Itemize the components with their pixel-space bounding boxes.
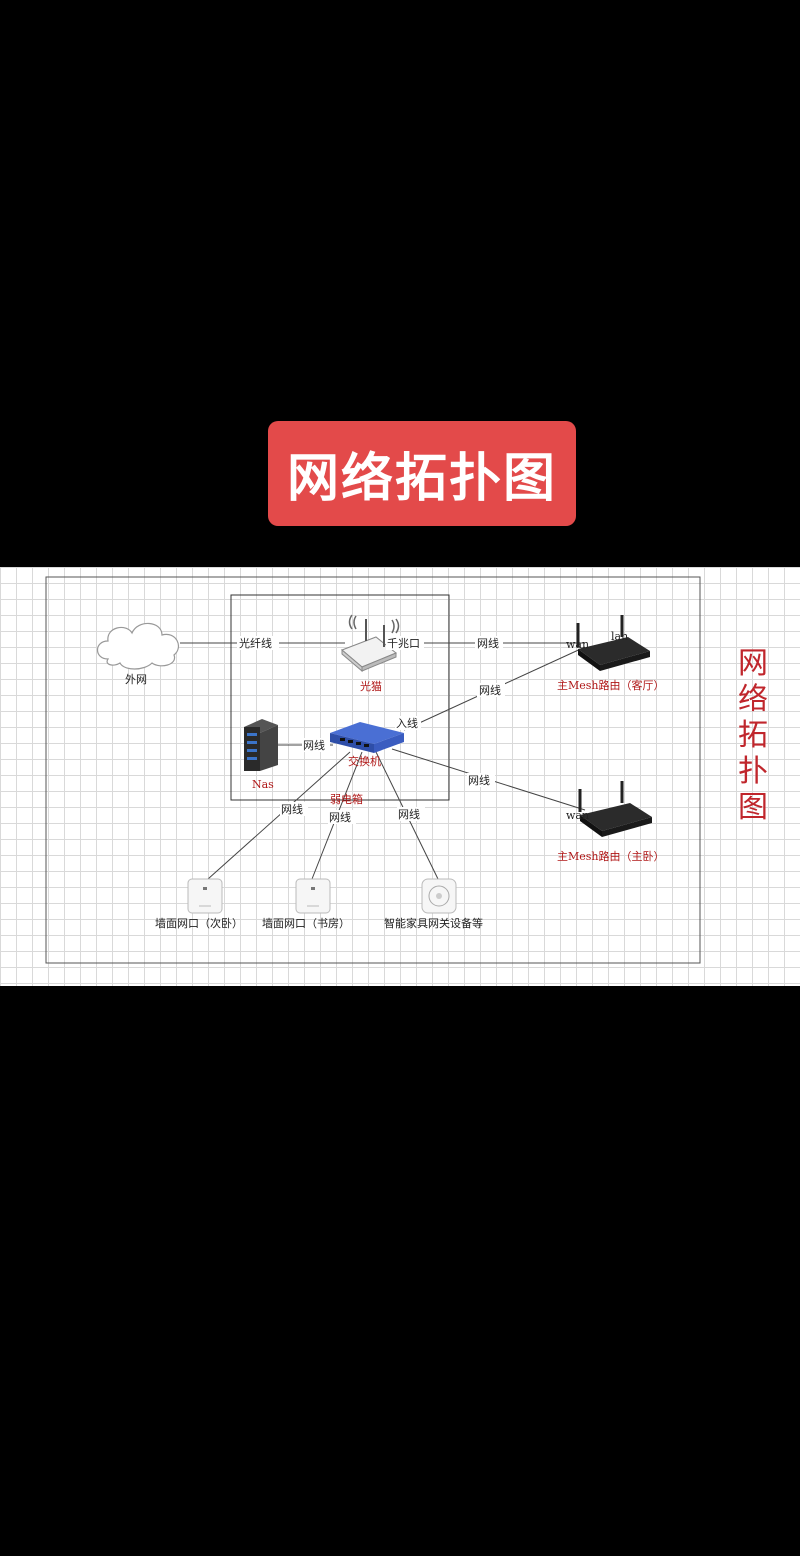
cloud-icon <box>96 622 179 670</box>
edge-labels: 光纤线 千兆口 网线 网线 入线 网线 网线 网线 网线 网线 <box>237 636 505 824</box>
gateway-cable-label: 网线 <box>398 807 420 821</box>
wan-main-label: wan <box>566 638 589 651</box>
fiber-label: 光纤线 <box>239 636 272 650</box>
wall-port-second-icon <box>187 878 223 914</box>
nas-label: Nas <box>252 778 274 791</box>
modem-router-cable-label: 网线 <box>477 636 499 650</box>
side-title-char-4: 扑 <box>738 754 768 789</box>
modem-icon <box>341 614 400 673</box>
side-title-char-2: 络 <box>738 682 768 717</box>
nas-cable-label: 网线 <box>303 738 325 752</box>
wall-port-study-icon <box>295 878 331 914</box>
cabinet-box <box>230 594 450 801</box>
switch-label: 交换机 <box>348 754 381 768</box>
wall-port-second-label: 墙面网口（次卧） <box>155 916 243 930</box>
side-title-char-5: 图 <box>738 790 768 825</box>
side-title-char-3: 拓 <box>738 718 768 753</box>
second-room-cable-label: 网线 <box>281 802 303 816</box>
internet-label: 外网 <box>125 673 147 686</box>
diagram-canvas: 外网 光猫 Nas 交换机 弱电箱 <box>0 567 800 986</box>
gigabit-port-label: 千兆口 <box>387 637 420 650</box>
title-banner: 网络拓扑图 <box>268 421 576 526</box>
banner-title: 网络拓扑图 <box>286 449 557 509</box>
input-label: 入线 <box>396 716 418 730</box>
switch-router-cable-label: 网线 <box>479 683 501 697</box>
modem-label: 光猫 <box>360 679 382 693</box>
smart-gateway-label: 智能家具网关设备等 <box>384 916 483 930</box>
study-cable-label: 网线 <box>329 810 351 824</box>
smart-gateway-icon <box>421 878 457 914</box>
outer-frame <box>45 576 701 964</box>
topology-diagram: 外网 光猫 Nas 交换机 弱电箱 <box>45 576 768 964</box>
router-bedroom-icon <box>578 781 652 837</box>
router-bedroom-label: 主Mesh路由（主卧） <box>557 849 665 863</box>
side-title-char-1: 网 <box>738 646 768 681</box>
connection-lines <box>180 642 586 880</box>
router-main-label: 主Mesh路由（客厅） <box>557 678 665 692</box>
router-main-icon <box>576 615 650 671</box>
second-room-line <box>207 751 351 880</box>
bedroom-cable-label: 网线 <box>468 773 490 787</box>
nas-icon <box>244 719 278 771</box>
side-title: 网 络 拓 扑 图 <box>738 646 768 825</box>
wall-port-study-label: 墙面网口（书房） <box>262 916 350 930</box>
wan-bedroom-label: wan <box>566 809 589 822</box>
switch-icon <box>330 722 404 753</box>
lan-main-label: lan <box>611 630 628 643</box>
cabinet-label: 弱电箱 <box>330 792 363 806</box>
